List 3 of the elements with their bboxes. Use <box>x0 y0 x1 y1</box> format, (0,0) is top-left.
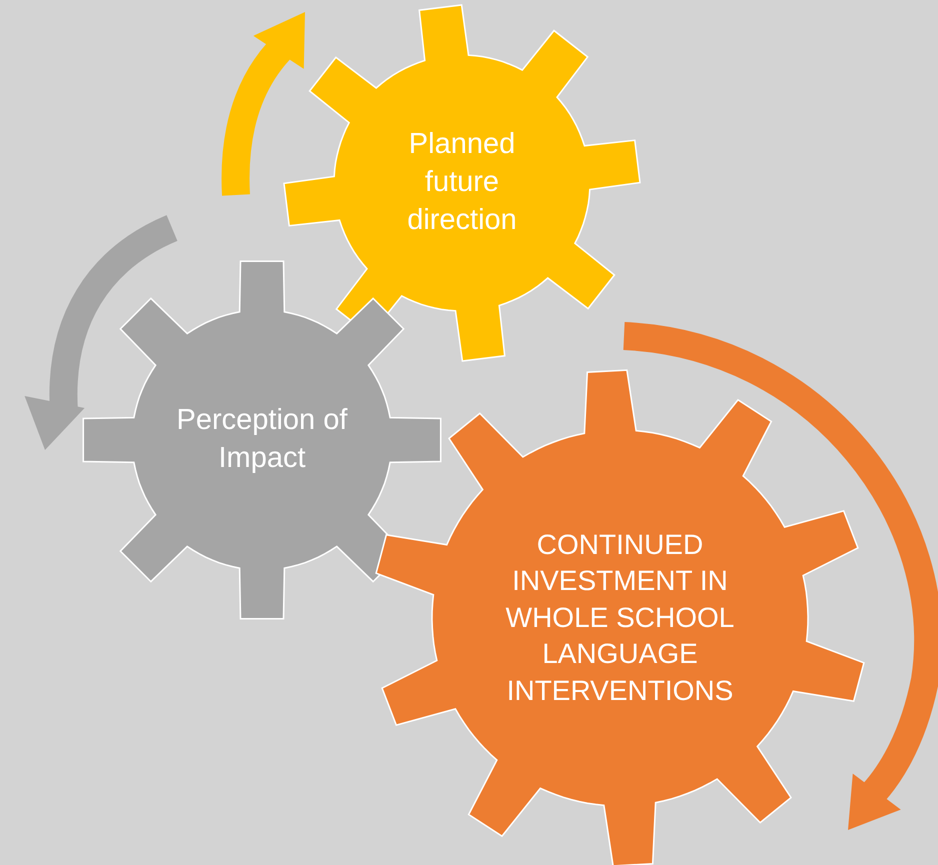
gear-label: Perception of Impact <box>176 403 348 476</box>
gear-label: CONTINUED INVESTMENT IN WHOLE SCHOOL LANGUAGE INTERVENTIONS <box>504 528 736 708</box>
gear-label: Planned future direction <box>406 127 518 238</box>
